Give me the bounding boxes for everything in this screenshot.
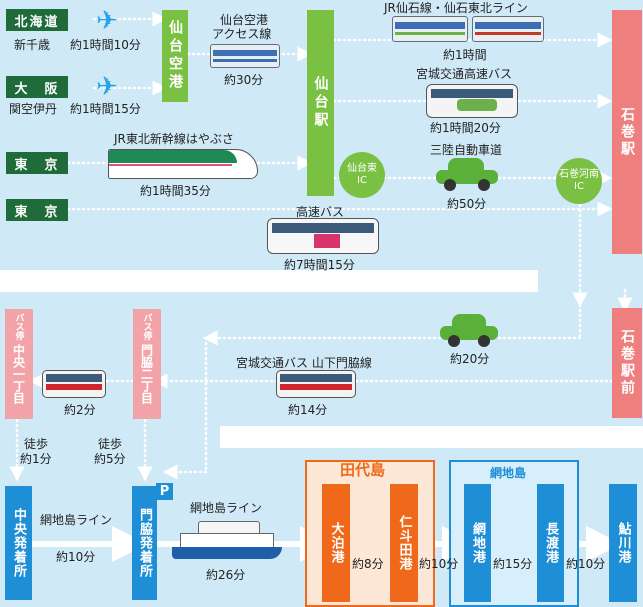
sanriku-time: 約50分 [447, 197, 487, 211]
airplane-icon: ✈ [96, 72, 118, 102]
ishinomaki-ekimae-node: 石巻駅前 [612, 308, 642, 418]
nitada-port-node: 仁斗田港 [390, 484, 418, 602]
ferry-chuo-label: 網地島ライン [40, 513, 113, 527]
monwaki-port-node: 門脇発着所 [132, 486, 157, 600]
jr-senseki-label: JR仙石線・仙石東北ライン [384, 1, 528, 15]
nagawata-ayukawa-time: 約10分 [566, 557, 606, 571]
ajishima-island-title: 網地島 [490, 466, 527, 480]
origin-osaka: 大 阪 [6, 76, 68, 98]
miyagi-express-label: 宮城交通高速バス [416, 67, 513, 81]
bus-icon [426, 84, 518, 118]
ishinomaki-kanan-ic-name: 石巻河南 [559, 169, 599, 180]
walk-chuo-time: 約1分 [20, 452, 52, 466]
walk-monwaki-time: 約5分 [94, 452, 126, 466]
highway-bus-time: 約7時間15分 [284, 258, 355, 272]
monwaki-bus-stop-caption: バス停 [141, 313, 152, 340]
nitada-ajishima-time: 約10分 [419, 557, 459, 571]
bus-icon [276, 370, 356, 398]
chuo-bus-stop-name: 中央一丁目 [11, 344, 26, 404]
train-icon [392, 16, 468, 42]
car-ekimae-time: 約20分 [450, 352, 490, 366]
ferry-monwaki-time: 約26分 [206, 568, 246, 582]
monwaki-bus-stop-name: 門脇二丁目 [139, 344, 154, 404]
bus-icon [267, 218, 379, 254]
origin-hokkaido-airport: 新千歳 [14, 38, 51, 52]
train-icon [472, 16, 544, 42]
origin-hokkaido: 北海道 [6, 9, 68, 31]
walk-chuo-label: 徒歩 [24, 437, 49, 451]
airport-access-time: 約30分 [224, 73, 264, 87]
shinkansen-icon [108, 149, 258, 179]
origin-osaka-airport: 関空伊丹 [9, 102, 58, 116]
ishinomaki-station-node: 石巻駅 [612, 10, 642, 254]
sendai-higashi-ic-suffix: IC [357, 175, 367, 186]
ferry-icon [172, 517, 282, 563]
separator-band [0, 270, 538, 292]
sendai-higashi-ic: 仙台東 IC [339, 152, 385, 198]
nagawata-port-node: 長渡港 [537, 484, 564, 602]
airplane-icon: ✈ [96, 6, 118, 36]
city-bus-label: 宮城交通バス 山下門脇線 [236, 356, 372, 370]
origin-tokyo-shinkansen: 東 京 [6, 152, 68, 174]
separator-band-lower [220, 426, 643, 448]
bus-short-time: 約2分 [64, 403, 96, 417]
shinkansen-time: 約1時間35分 [140, 184, 211, 198]
ferry-chuo-time: 約10分 [56, 550, 96, 564]
odomari-port-node: 大泊港 [322, 484, 350, 602]
airport-access-label-2: アクセス線 [212, 27, 272, 41]
ishinomaki-kanan-ic-suffix: IC [574, 181, 584, 192]
monwaki-bus-stop: バス停 門脇二丁目 [133, 309, 161, 419]
ajishima-nagawata-time: 約15分 [493, 557, 533, 571]
bus-icon [42, 370, 106, 398]
ayukawa-port-node: 鮎川港 [609, 484, 637, 602]
chuo-bus-stop: バス停 中央一丁目 [5, 309, 33, 419]
hokkaido-flight-time: 約1時間10分 [70, 38, 141, 52]
sendai-higashi-ic-name: 仙台東 [347, 163, 377, 174]
jr-senseki-time: 約1時間 [443, 48, 487, 62]
tashiro-island-title: 田代島 [340, 461, 386, 479]
sanriku-label: 三陸自動車道 [430, 143, 503, 157]
sendai-airport-node: 仙台空港 [162, 10, 188, 102]
chuo-port-node: 中央発着所 [5, 486, 32, 600]
odomari-nitada-time: 約8分 [352, 557, 384, 571]
airport-access-label-1: 仙台空港 [220, 13, 269, 27]
miyagi-express-time: 約1時間20分 [430, 121, 501, 135]
parking-sign: P [156, 483, 173, 500]
ishinomaki-kanan-ic: 石巻河南 IC [556, 158, 602, 204]
sendai-station-node: 仙台駅 [307, 10, 334, 196]
train-icon [210, 44, 280, 68]
chuo-bus-stop-caption: バス停 [13, 313, 24, 340]
city-bus-time: 約14分 [288, 403, 328, 417]
walk-monwaki-label: 徒歩 [98, 437, 123, 451]
ferry-monwaki-label: 網地島ライン [190, 501, 263, 515]
origin-tokyo-bus: 東 京 [6, 199, 68, 221]
car-icon [440, 314, 498, 347]
highway-bus-label: 高速バス [296, 205, 345, 219]
car-icon [436, 158, 498, 191]
shinkansen-label: JR東北新幹線はやぶさ [114, 132, 234, 146]
osaka-flight-time: 約1時間15分 [70, 102, 141, 116]
ajishima-port-node: 網地港 [464, 484, 491, 602]
